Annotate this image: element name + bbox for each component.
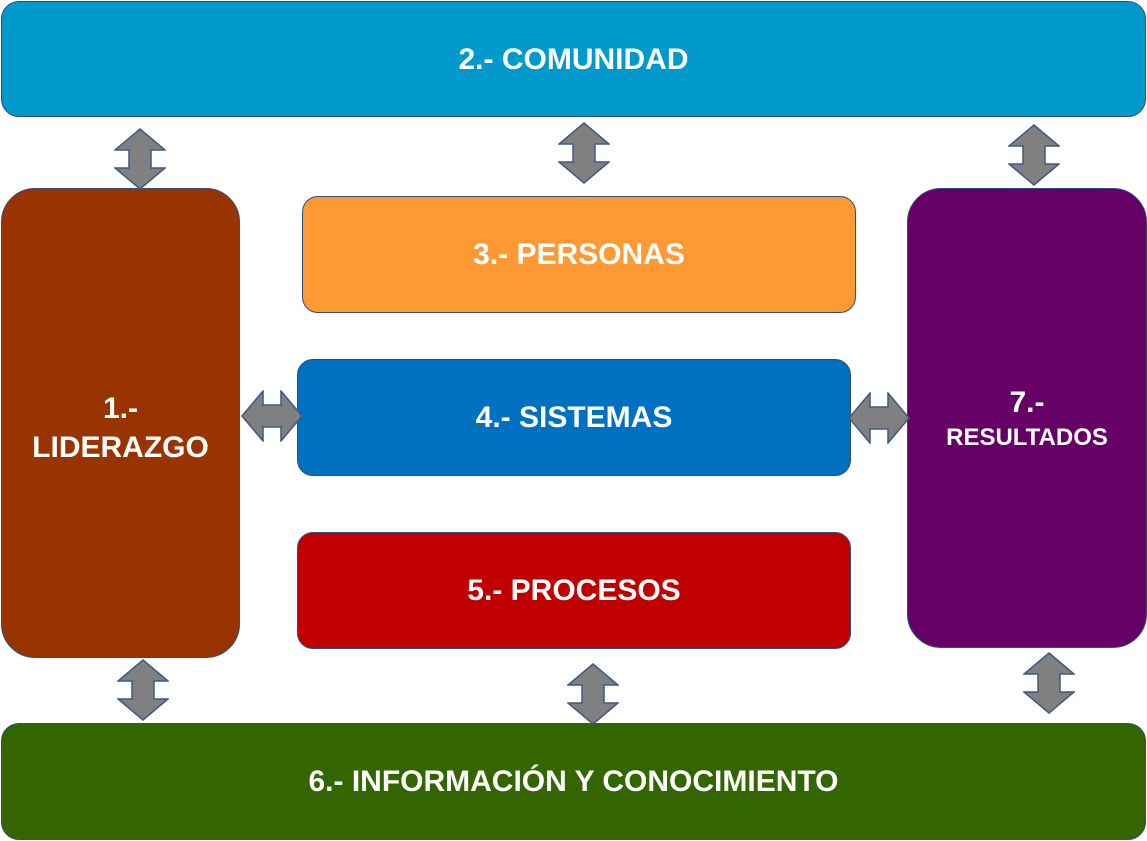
box-comunidad: 2.- COMUNIDAD [1, 1, 1146, 117]
box-procesos: 5.- PROCESOS [297, 532, 851, 649]
liderazgo-label: LIDERAZGO [32, 431, 209, 464]
liderazgo-number: 1.- [102, 392, 138, 425]
box-personas: 3.- PERSONAS [302, 196, 856, 313]
resultados-label: RESULTADOS [946, 423, 1108, 451]
personas-label: 3.- PERSONAS [473, 238, 685, 271]
resultados-number: 7.- [1009, 385, 1045, 419]
comunidad-label: 2.- COMUNIDAD [458, 42, 689, 76]
box-sistemas: 4.- SISTEMAS [297, 359, 851, 476]
double-arrow-icon-comunidad-personas [558, 122, 610, 184]
double-arrow-icon-sistemas-resultados [848, 392, 910, 444]
informacion-label: 6.- INFORMACIÓN Y CONOCIMIENTO [308, 765, 839, 798]
double-arrow-icon-comunidad-liderazgo [114, 128, 166, 190]
procesos-label: 5.- PROCESOS [467, 574, 681, 607]
sistemas-label: 4.- SISTEMAS [475, 401, 673, 434]
box-liderazgo: 1.- LIDERAZGO [1, 188, 240, 658]
double-arrow-icon-procesos-informacion [567, 663, 619, 725]
box-informacion: 6.- INFORMACIÓN Y CONOCIMIENTO [1, 723, 1146, 840]
double-arrow-icon-liderazgo-sistemas [241, 390, 303, 442]
box-resultados: 7.- RESULTADOS [907, 188, 1147, 648]
double-arrow-icon-comunidad-resultados [1008, 124, 1060, 186]
double-arrow-icon-resultados-informacion [1023, 652, 1075, 714]
double-arrow-icon-liderazgo-informacion [117, 659, 169, 721]
